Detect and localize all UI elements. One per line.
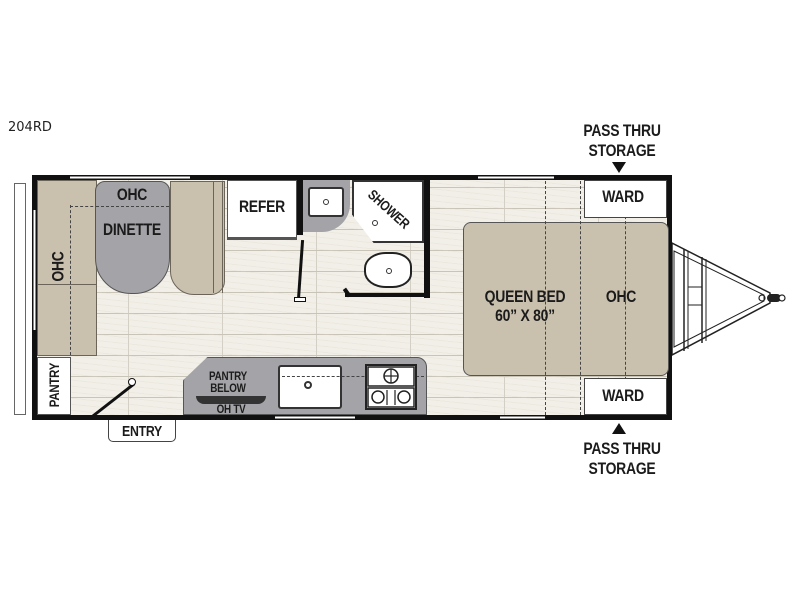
kitchen-sink-drain <box>304 381 312 389</box>
pantry-label: PANTRY <box>46 362 62 408</box>
bath-wall-bottom <box>345 293 427 297</box>
ohc-front-dash <box>70 205 71 355</box>
arrow-down-icon <box>612 162 626 173</box>
window-bottom-kitchen <box>275 416 355 419</box>
queen-bed <box>463 222 669 376</box>
pass-thru-bottom-line2: STORAGE <box>588 459 656 478</box>
dinette-table <box>95 181 170 294</box>
bedroom-dash-3 <box>625 181 626 415</box>
dinette-label: DINETTE <box>103 220 161 239</box>
pantry-below-line1: PANTRY <box>209 369 247 383</box>
dinette-bench <box>170 181 225 295</box>
tv-shape <box>196 396 266 404</box>
refer-label: REFER <box>238 197 286 216</box>
wardrobe-top <box>584 180 667 218</box>
bath-wall-left <box>297 180 303 235</box>
ward-bottom-label: WARD <box>602 386 644 405</box>
pass-thru-top-line1: PASS THRU <box>583 121 661 140</box>
refrigerator <box>227 180 297 240</box>
window-bottom-rear <box>500 416 545 419</box>
bed-ohc-label: OHC <box>605 287 637 306</box>
wardrobe-bottom <box>584 378 667 415</box>
model-number: 204RD <box>8 120 52 135</box>
ohc-front-label: OHC <box>48 251 68 282</box>
stove-burners-icon <box>367 366 415 408</box>
wall-right <box>667 175 672 420</box>
dinette-ohc-dash <box>96 206 169 207</box>
bath-wall-right <box>424 180 430 298</box>
kitchen-ohc-dash <box>282 376 424 377</box>
bench-divider <box>37 284 97 285</box>
bench-back <box>213 181 223 293</box>
entry-label: ENTRY <box>121 423 163 440</box>
bed-label-line1: QUEEN BED <box>484 287 566 306</box>
shower-drain <box>372 220 378 226</box>
oh-tv-label: OH TV <box>216 402 246 416</box>
wall-top <box>32 175 672 180</box>
toilet-drain <box>386 268 392 274</box>
bedroom-dash-1 <box>545 181 546 415</box>
window-front-top <box>70 176 190 179</box>
entry-door-latch <box>128 378 136 386</box>
window-left <box>33 210 36 330</box>
awning-outline <box>14 183 26 415</box>
bed-label-line2: 60” X 80” <box>495 306 555 325</box>
pantry-below-line2: BELOW <box>210 381 246 395</box>
pantry <box>37 357 71 415</box>
toilet <box>364 252 412 288</box>
trailer-hitch-icon <box>672 242 786 356</box>
arrow-up-icon <box>612 423 626 434</box>
dinette-ohc-label: OHC <box>116 185 148 204</box>
bedroom-dash-2 <box>580 181 581 415</box>
bath-door-hinge <box>294 297 306 302</box>
pass-thru-top-line2: STORAGE <box>588 141 656 160</box>
window-top-mid <box>478 176 554 179</box>
ward-top-label: WARD <box>602 187 644 206</box>
entry-tag <box>108 420 176 442</box>
pass-thru-bottom-line1: PASS THRU <box>583 439 661 458</box>
bath-sink-drain <box>323 199 329 205</box>
